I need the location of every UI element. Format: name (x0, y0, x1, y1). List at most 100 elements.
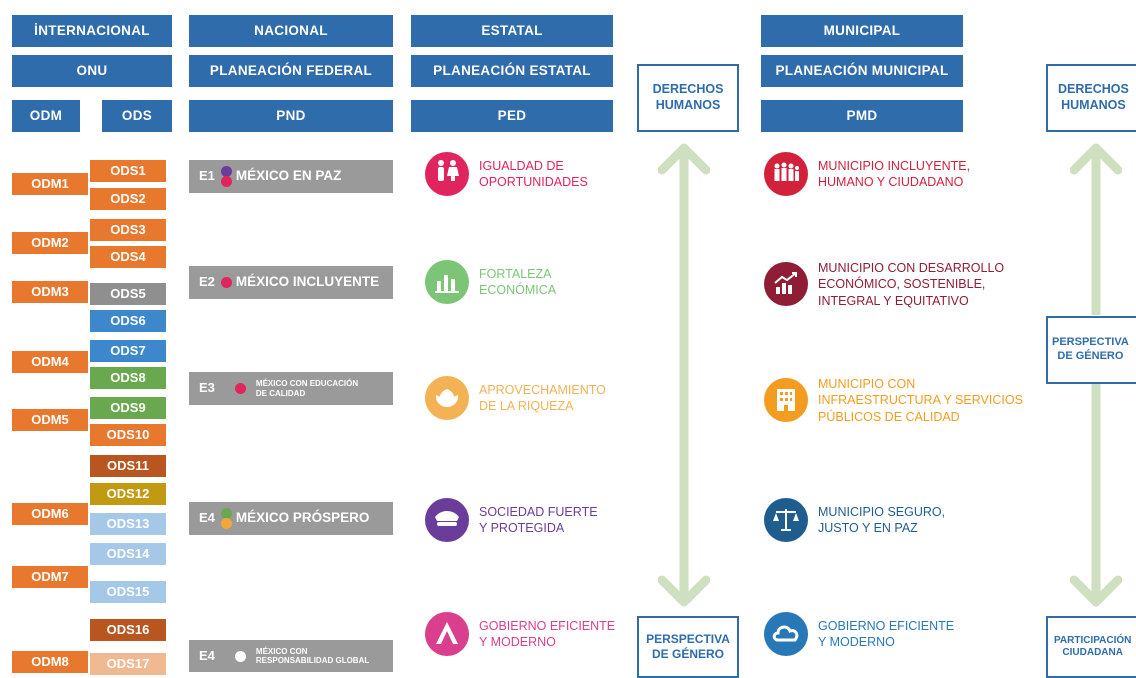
ped-item: SOCIEDAD FUERTE Y PROTEGIDA (425, 498, 598, 542)
odm-box: ODM8 (12, 651, 88, 673)
bar-chart-icon (425, 260, 469, 304)
ped-item: APROVECHAMIENTO DE LA RIQUEZA (425, 376, 606, 420)
ped-label: FORTALEZA ECONÓMICA (479, 266, 557, 297)
scales-icon (764, 498, 808, 542)
derechos-humanos-label: DERECHOS HUMANOS (652, 82, 724, 112)
family-icon (764, 152, 808, 196)
ods-box: ODS16 (90, 619, 166, 641)
pnd-code: E1 (199, 168, 215, 184)
ods-box: ODS10 (90, 424, 166, 446)
dot-icon (220, 508, 232, 519)
odm-box: ODM7 (12, 566, 88, 588)
perspectiva-genero-label: PERSPECTIVA DE GÉNERO (646, 632, 730, 661)
pnd-dots (220, 166, 232, 187)
pnd-bar: E2 MÉXICO INCLUYENTE (189, 266, 393, 299)
ped-item: FORTALEZA ECONÓMICA (425, 260, 556, 304)
leaf-icon (425, 376, 469, 420)
pnd-label: MÉXICO EN PAZ (235, 168, 342, 184)
people-icon (425, 152, 469, 196)
header-estatal: ESTATAL (411, 15, 613, 47)
pnd-bar: E3 MÉXICO CON EDUCACIÓN DE CALIDAD (189, 372, 393, 405)
odm-box: ODM3 (12, 281, 88, 303)
ods-box: ODS14 (90, 543, 166, 565)
header-pmd: PMD (761, 100, 963, 132)
header-internacional: İNTERNACIONAL (12, 15, 172, 47)
header-ods: ODS (102, 100, 172, 132)
participacion-ciudadana-label: PARTICIPACIÓN CIUDADANA (1054, 634, 1132, 659)
double-arrow-icon (658, 143, 710, 607)
pnd-label: MÉXICO INCLUYENTE (235, 274, 380, 290)
ods-box: ODS8 (90, 367, 166, 389)
ods-box: ODS12 (90, 483, 166, 505)
triangle-icon (425, 612, 469, 656)
double-arrow-icon-right-bottom (1070, 384, 1122, 607)
pnd-code: E2 (199, 274, 215, 290)
pmd-item: GOBIERNO EFICIENTE Y MODERNO (764, 612, 954, 656)
odm-box: ODM6 (12, 503, 88, 525)
pmd-label: MUNICIPIO INCLUYENTE, HUMANO Y CIUDADANO (818, 158, 971, 189)
pmd-label: GOBIERNO EFICIENTE Y MODERNO (818, 618, 955, 649)
building-icon (764, 378, 808, 423)
participacion-ciudadana-box: PARTICIPACIÓN CIUDADANA (1046, 616, 1136, 678)
double-arrow-icon-right-top (1070, 143, 1122, 315)
cloud-icon (764, 612, 808, 656)
pmd-item: MUNICIPIO CON DESARROLLO ECONÓMICO, SOST… (764, 260, 1004, 309)
header-nacional: NACIONAL (189, 15, 393, 47)
ped-label: IGUALDAD DE OPORTUNIDADES (479, 158, 588, 189)
dot-icon (220, 176, 232, 187)
odm-box: ODM1 (12, 173, 88, 195)
header-planeacion-federal: PLANEACIÓN FEDERAL (189, 55, 393, 87)
pmd-label: MUNICIPIO CON DESARROLLO ECONÓMICO, SOST… (818, 261, 1005, 308)
dot-icon (234, 650, 246, 662)
perspectiva-genero-box: PERSPECTIVA DE GÉNERO (637, 616, 739, 678)
header-pnd: PND (189, 100, 393, 132)
ods-box: ODS4 (90, 246, 166, 268)
ods-box: ODS9 (90, 397, 166, 419)
odm-box: ODM5 (12, 409, 88, 431)
odm-box: ODM2 (12, 232, 88, 254)
pnd-dots (220, 508, 232, 529)
pnd-label: MÉXICO CON EDUCACIÓN DE CALIDAD (255, 379, 359, 398)
ped-label: SOCIEDAD FUERTE Y PROTEGIDA (479, 504, 598, 535)
ods-box: ODS15 (90, 581, 166, 603)
header-municipal: MUNICIPAL (761, 15, 963, 47)
derechos-humanos-box: DERECHOS HUMANOS (637, 64, 739, 132)
growth-chart-icon (764, 262, 808, 307)
dot-icon (234, 383, 246, 394)
odm-box: ODM4 (12, 351, 88, 373)
derechos-humanos-label-right: DERECHOS HUMANOS (1058, 82, 1129, 112)
ods-box: ODS11 (90, 455, 166, 477)
perspectiva-genero-box-right: PERSPECTIVA DE GÉNERO (1046, 316, 1136, 384)
pnd-code: E4 (199, 647, 215, 663)
pmd-label: MUNICIPIO CON INFRAESTRUCTURA Y SERVICIO… (818, 377, 1023, 424)
pnd-label: MÉXICO PRÓSPERO (235, 510, 370, 526)
derechos-humanos-box-right: DERECHOS HUMANOS (1046, 64, 1136, 132)
pnd-code: E4 (199, 510, 215, 526)
pmd-item: MUNICIPIO SEGURO, JUSTO Y EN PAZ (764, 498, 945, 542)
ods-box: ODS6 (90, 310, 166, 332)
pnd-bar: E1 MÉXICO EN PAZ (189, 160, 393, 193)
header-planeacion-municipal: PLANEACIÓN MUNICIPAL (761, 55, 963, 87)
pnd-bar: E4 MÉXICO PRÓSPERO (189, 502, 393, 535)
dot-icon (220, 518, 232, 529)
ods-box: ODS7 (90, 340, 166, 362)
pmd-item: MUNICIPIO CON INFRAESTRUCTURA Y SERVICIO… (764, 376, 1023, 425)
dot-icon (220, 277, 232, 288)
ods-box: ODS17 (90, 653, 166, 675)
ped-item: IGUALDAD DE OPORTUNIDADES (425, 152, 588, 196)
header-ped: PED (411, 100, 613, 132)
pmd-item: MUNICIPIO INCLUYENTE, HUMANO Y CIUDADANO (764, 152, 970, 196)
ods-box: ODS5 (90, 283, 166, 305)
ped-label: APROVECHAMIENTO DE LA RIQUEZA (479, 382, 606, 413)
ods-box: ODS1 (90, 160, 166, 182)
header-planeacion-estatal: PLANEACIÓN ESTATAL (411, 55, 613, 87)
pnd-code: E3 (199, 380, 215, 396)
dot-icon (220, 166, 232, 177)
ods-box: ODS13 (90, 513, 166, 535)
pmd-label: MUNICIPIO SEGURO, JUSTO Y EN PAZ (818, 504, 946, 535)
ped-label: GOBIERNO EFICIENTE Y MODERNO (479, 618, 616, 649)
ped-item: GOBIERNO EFICIENTE Y MODERNO (425, 612, 615, 656)
header-onu: ONU (12, 55, 172, 87)
ods-box: ODS3 (90, 219, 166, 241)
